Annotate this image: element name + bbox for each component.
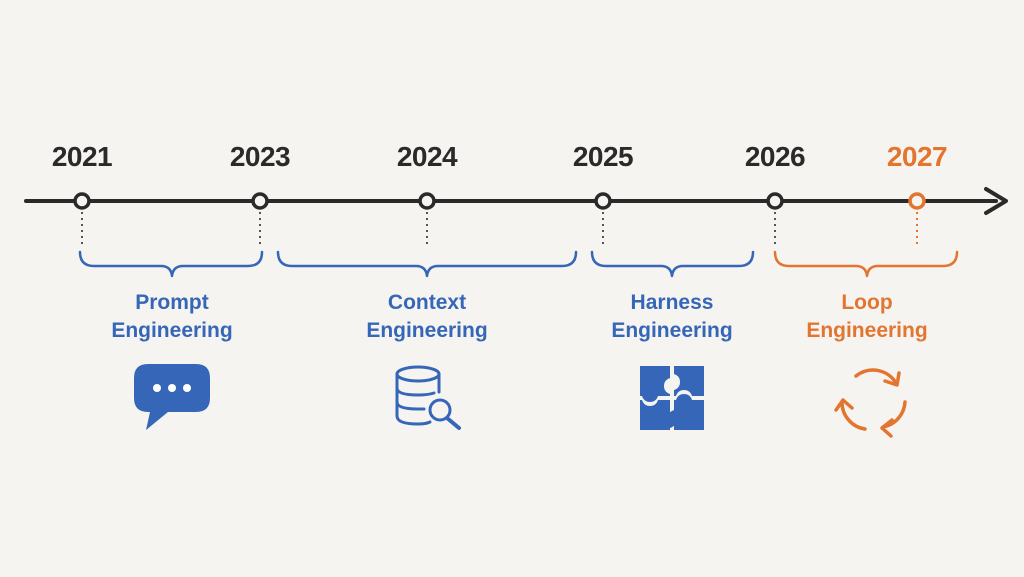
era-context-line1: Context [387,291,467,314]
brace-prompt [78,250,264,278]
marker-2021 [73,192,91,210]
marker-2025 [594,192,612,210]
database-search-icon [395,365,461,430]
era-prompt-line2: Engineering [111,319,233,342]
era-loop-line2: Engineering [806,319,928,342]
year-label-2021: 2021 [51,141,113,172]
marker-2023 [251,192,269,210]
chat-bubble-icon [134,364,210,430]
timeline-arrowhead [984,187,1008,215]
brace-harness [590,250,755,278]
era-loop-line1: Loop [841,291,893,314]
puzzle-icon [640,366,704,430]
era-label-harness: Harness Engineering [562,289,782,345]
era-harness-line2: Engineering [611,319,733,342]
year-markers [73,192,926,210]
year-label-2023: 2023 [229,141,291,172]
era-label-context: Context Engineering [317,289,537,345]
era-label-prompt: Prompt Engineering [62,289,282,345]
year-label-2026: 2026 [744,141,806,172]
refresh-cycle-icon [834,368,907,438]
era-label-loop: Loop Engineering [757,289,977,345]
era-prompt-line1: Prompt [135,291,209,314]
era-context-line2: Engineering [366,319,488,342]
era-harness-line1: Harness [630,291,714,314]
year-label-2027: 2027 [886,141,948,172]
marker-2027 [908,192,926,210]
marker-2026 [766,192,784,210]
marker-2024 [418,192,436,210]
dotted-connectors [81,212,918,247]
brace-loop [773,250,959,278]
brace-context [276,250,578,278]
year-label-2024: 2024 [396,141,458,172]
year-label-2025: 2025 [572,141,634,172]
